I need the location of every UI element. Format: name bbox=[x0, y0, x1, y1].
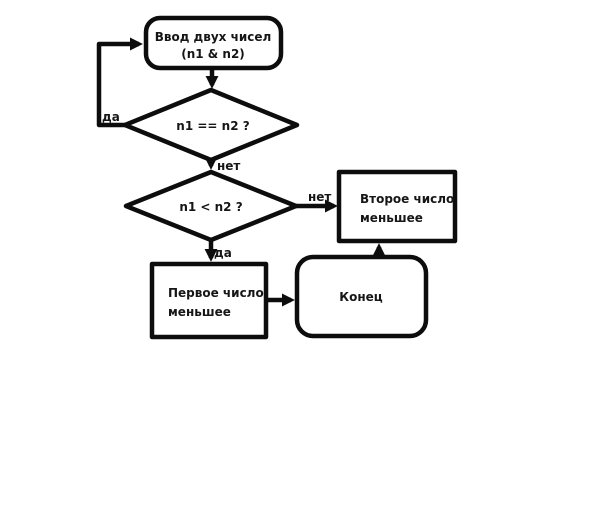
node-input-two-numbers: Ввод двух чисел (n1 & n2) bbox=[143, 15, 284, 71]
decision-equal-shape bbox=[122, 87, 300, 163]
second-smaller-label-line2: меньшее bbox=[360, 211, 423, 225]
edge-label-less-yes: да bbox=[214, 246, 232, 260]
first-smaller-shape bbox=[149, 261, 269, 340]
node-first-number-smaller: Первое число меньшее bbox=[149, 261, 269, 340]
decision-less-shape bbox=[123, 169, 299, 243]
second-smaller-shape bbox=[336, 169, 458, 244]
node-decision-less: n1 < n2 ? bbox=[123, 169, 299, 243]
end-node-label: Конец bbox=[339, 290, 382, 304]
decision-equal-label: n1 == n2 ? bbox=[176, 119, 249, 133]
edge-label-less-no: нет bbox=[308, 190, 331, 204]
first-smaller-label-line2: меньшее bbox=[168, 305, 231, 319]
second-smaller-label-line1: Второе число bbox=[360, 192, 454, 206]
input-node-shape bbox=[143, 15, 284, 71]
decision-less-label: n1 < n2 ? bbox=[179, 200, 242, 214]
node-second-number-smaller: Второе число меньшее bbox=[336, 169, 458, 244]
node-decision-equal: n1 == n2 ? bbox=[122, 87, 300, 163]
edge-label-equal-yes: да bbox=[102, 110, 120, 124]
input-node-label-line1: Ввод двух чисел bbox=[155, 30, 272, 44]
edge-decision-equal-yes-loop bbox=[96, 37, 143, 128]
input-node-label-line2: (n1 & n2) bbox=[181, 47, 245, 61]
end-node-shape bbox=[294, 254, 429, 339]
node-end: Конец bbox=[294, 254, 429, 339]
edge-label-equal-no: нет bbox=[217, 159, 240, 173]
first-smaller-label-line1: Первое число bbox=[168, 286, 264, 300]
